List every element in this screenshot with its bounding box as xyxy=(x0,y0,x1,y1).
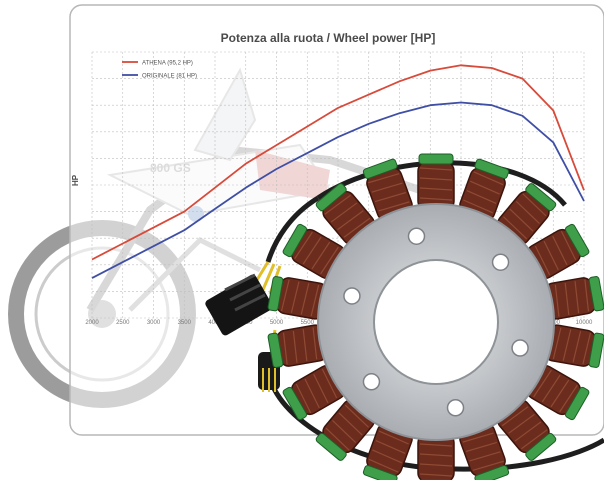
coil-pole xyxy=(282,223,346,280)
series-line xyxy=(91,101,585,279)
mount-hole xyxy=(511,339,529,357)
mount-hole xyxy=(407,227,426,245)
x-tick-label: 5000 xyxy=(270,320,284,326)
mount-hole xyxy=(446,399,465,417)
coil-pole xyxy=(526,223,590,280)
x-tick-label: 3500 xyxy=(178,320,192,326)
coil-pole xyxy=(526,364,590,421)
coil-pole xyxy=(362,158,413,222)
legend-label: ORIGINALE (81 HP) xyxy=(142,74,197,80)
coil-pole xyxy=(267,324,329,368)
connector-plug xyxy=(205,273,273,336)
coil-pole xyxy=(543,324,604,368)
chart-legend: ATHENA (95,2 HP) ORIGINALE (81 HP) xyxy=(122,61,197,80)
x-tick-label: 5500 xyxy=(301,320,315,326)
x-tick-label: 2500 xyxy=(116,320,130,326)
coil-pole xyxy=(417,153,455,211)
series-lines xyxy=(91,64,585,279)
legend-label: ATHENA (95,2 HP) xyxy=(142,61,193,67)
y-axis-label: HP xyxy=(71,174,80,186)
x-tick-label: 10000 xyxy=(576,320,593,326)
chart-title: Potenza alla ruota / Wheel power [HP] xyxy=(221,31,436,45)
x-tick-label: 4000 xyxy=(208,320,222,326)
mount-hole xyxy=(491,253,510,271)
series-line xyxy=(91,64,585,261)
mount-hole xyxy=(343,287,361,305)
x-tick-label: 2000 xyxy=(85,320,99,326)
mount-hole xyxy=(362,373,381,391)
x-tick-label: 3000 xyxy=(147,320,161,326)
